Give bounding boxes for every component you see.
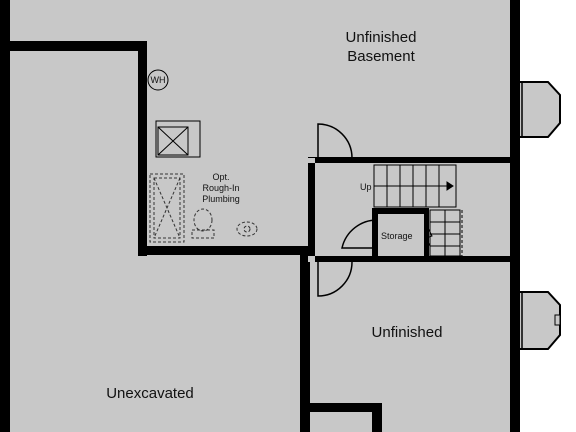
wall-unexcavated-right-lower bbox=[300, 246, 310, 432]
wall-unexcavated-right-upper bbox=[138, 41, 147, 256]
label-water-heater: WH bbox=[151, 75, 166, 85]
label-rough-in-1: Opt. bbox=[212, 172, 229, 182]
wall-stairs-top bbox=[308, 157, 516, 163]
wall-storage-left bbox=[372, 208, 378, 262]
label-unfinished: Unfinished bbox=[372, 324, 443, 341]
wall-right-top-cap bbox=[516, 0, 520, 12]
label-unfinished-basement-1: Unfinished bbox=[346, 29, 417, 46]
wall-stairs-bottom bbox=[308, 256, 516, 262]
label-unexcavated: Unexcavated bbox=[106, 385, 194, 402]
door-swing-lower[interactable] bbox=[317, 261, 353, 297]
label-unfinished-basement-2: Basement bbox=[347, 48, 415, 65]
water-heater-icon bbox=[147, 69, 169, 91]
door-opening-stairs bbox=[308, 158, 315, 163]
furnace-icon bbox=[155, 120, 201, 158]
label-stairs-up: Up bbox=[360, 182, 372, 192]
floor-drain-icon bbox=[236, 221, 258, 237]
wall-closet-top bbox=[308, 403, 382, 412]
shower-icon bbox=[149, 173, 185, 243]
wall-storage-top bbox=[372, 208, 426, 214]
wall-right-exterior bbox=[510, 0, 520, 432]
wall-left-exterior bbox=[0, 0, 10, 432]
window-bay-lower-latch bbox=[554, 314, 561, 326]
toilet-icon bbox=[191, 208, 215, 239]
window-bay-upper bbox=[513, 81, 561, 138]
label-rough-in-2: Rough-In bbox=[202, 183, 239, 193]
wall-unexcavated-middle bbox=[138, 246, 310, 255]
label-rough-in-3: Plumbing bbox=[202, 194, 240, 204]
door-swing-stairs[interactable] bbox=[317, 123, 353, 159]
stair-treads-lower bbox=[429, 209, 463, 257]
label-storage: Storage bbox=[381, 231, 413, 241]
stair-break-line bbox=[425, 227, 433, 247]
wall-stairs-left bbox=[308, 157, 315, 256]
window-bay-lower bbox=[513, 291, 561, 350]
wall-closet-right bbox=[372, 403, 382, 432]
wall-storage-right bbox=[424, 208, 429, 262]
door-opening-lower bbox=[308, 256, 315, 262]
wall-unexcavated-top bbox=[0, 41, 146, 51]
door-swing-storage[interactable] bbox=[341, 219, 379, 249]
stair-arrow bbox=[374, 181, 454, 191]
